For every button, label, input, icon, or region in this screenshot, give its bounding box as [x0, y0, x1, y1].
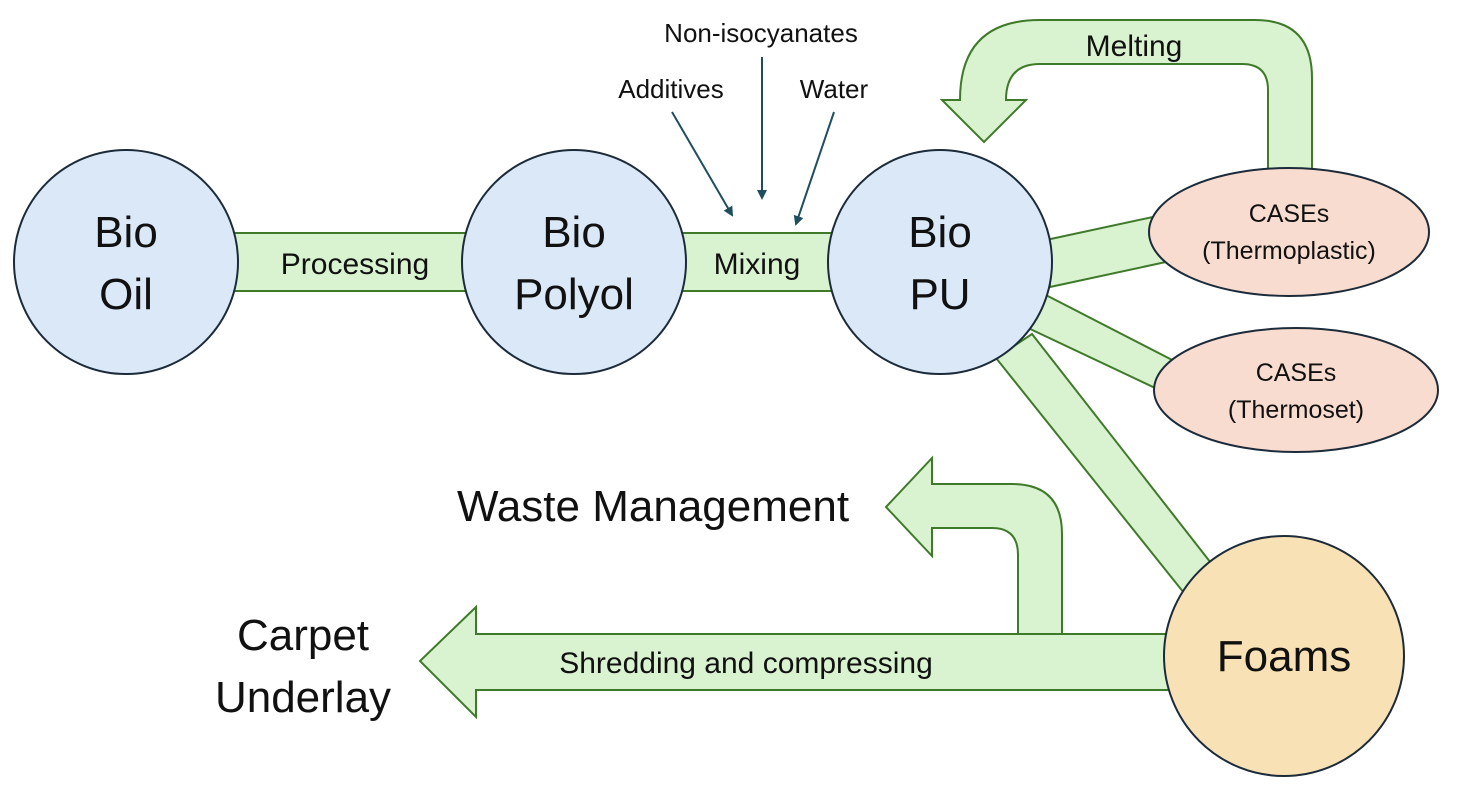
processing-band [224, 232, 481, 292]
pu-to-thermoplastic-band [1044, 213, 1168, 289]
additives-arrow [671, 111, 734, 217]
cases-thermoplastic-line1: CASEs [1249, 200, 1330, 228]
non-isocyanates-label: Non-isocyanates [664, 18, 858, 48]
water-label: Water [800, 74, 869, 104]
carpet-underlay-line2: Underlay [215, 673, 391, 722]
melting-label: Melting [1086, 30, 1183, 63]
foams-node: Foams [1163, 535, 1405, 777]
shredding-label: Shredding and compressing [559, 647, 933, 680]
cases-thermoset-node: CASEs (Thermoset) [1153, 327, 1439, 453]
processing-label: Processing [281, 248, 429, 281]
bio-pu-node: Bio PU [827, 149, 1053, 375]
cases-thermoset-line1: CASEs [1256, 359, 1337, 387]
carpet-underlay-line1: Carpet [237, 611, 369, 660]
additives-label: Additives [618, 74, 724, 104]
shredding-arrow [418, 604, 1173, 720]
waste-management-label: Waste Management [457, 482, 849, 531]
bio-pu-line1: Bio [908, 208, 972, 257]
mixing-label: Mixing [714, 248, 801, 281]
cases-thermoplastic-line2: (Thermoplastic) [1202, 237, 1376, 265]
melting-arrow [939, 19, 1313, 179]
cases-thermoset-line2: (Thermoset) [1228, 396, 1364, 424]
bio-polyol-line2: Polyol [514, 270, 634, 319]
bio-oil-node: Bio Oil [13, 149, 239, 375]
water-arrow [793, 111, 835, 226]
bio-polyol-node: Bio Polyol [461, 149, 687, 375]
bio-oil-line2: Oil [99, 270, 153, 319]
bio-polyol-line1: Bio [542, 208, 606, 257]
bio-oil-line1: Bio [94, 208, 158, 257]
mixing-band [669, 232, 841, 292]
bio-pu-line2: PU [909, 270, 970, 319]
cases-thermoplastic-node: CASEs (Thermoplastic) [1148, 167, 1430, 297]
foams-label: Foams [1217, 632, 1351, 681]
waste-management-arrow [884, 455, 1063, 635]
